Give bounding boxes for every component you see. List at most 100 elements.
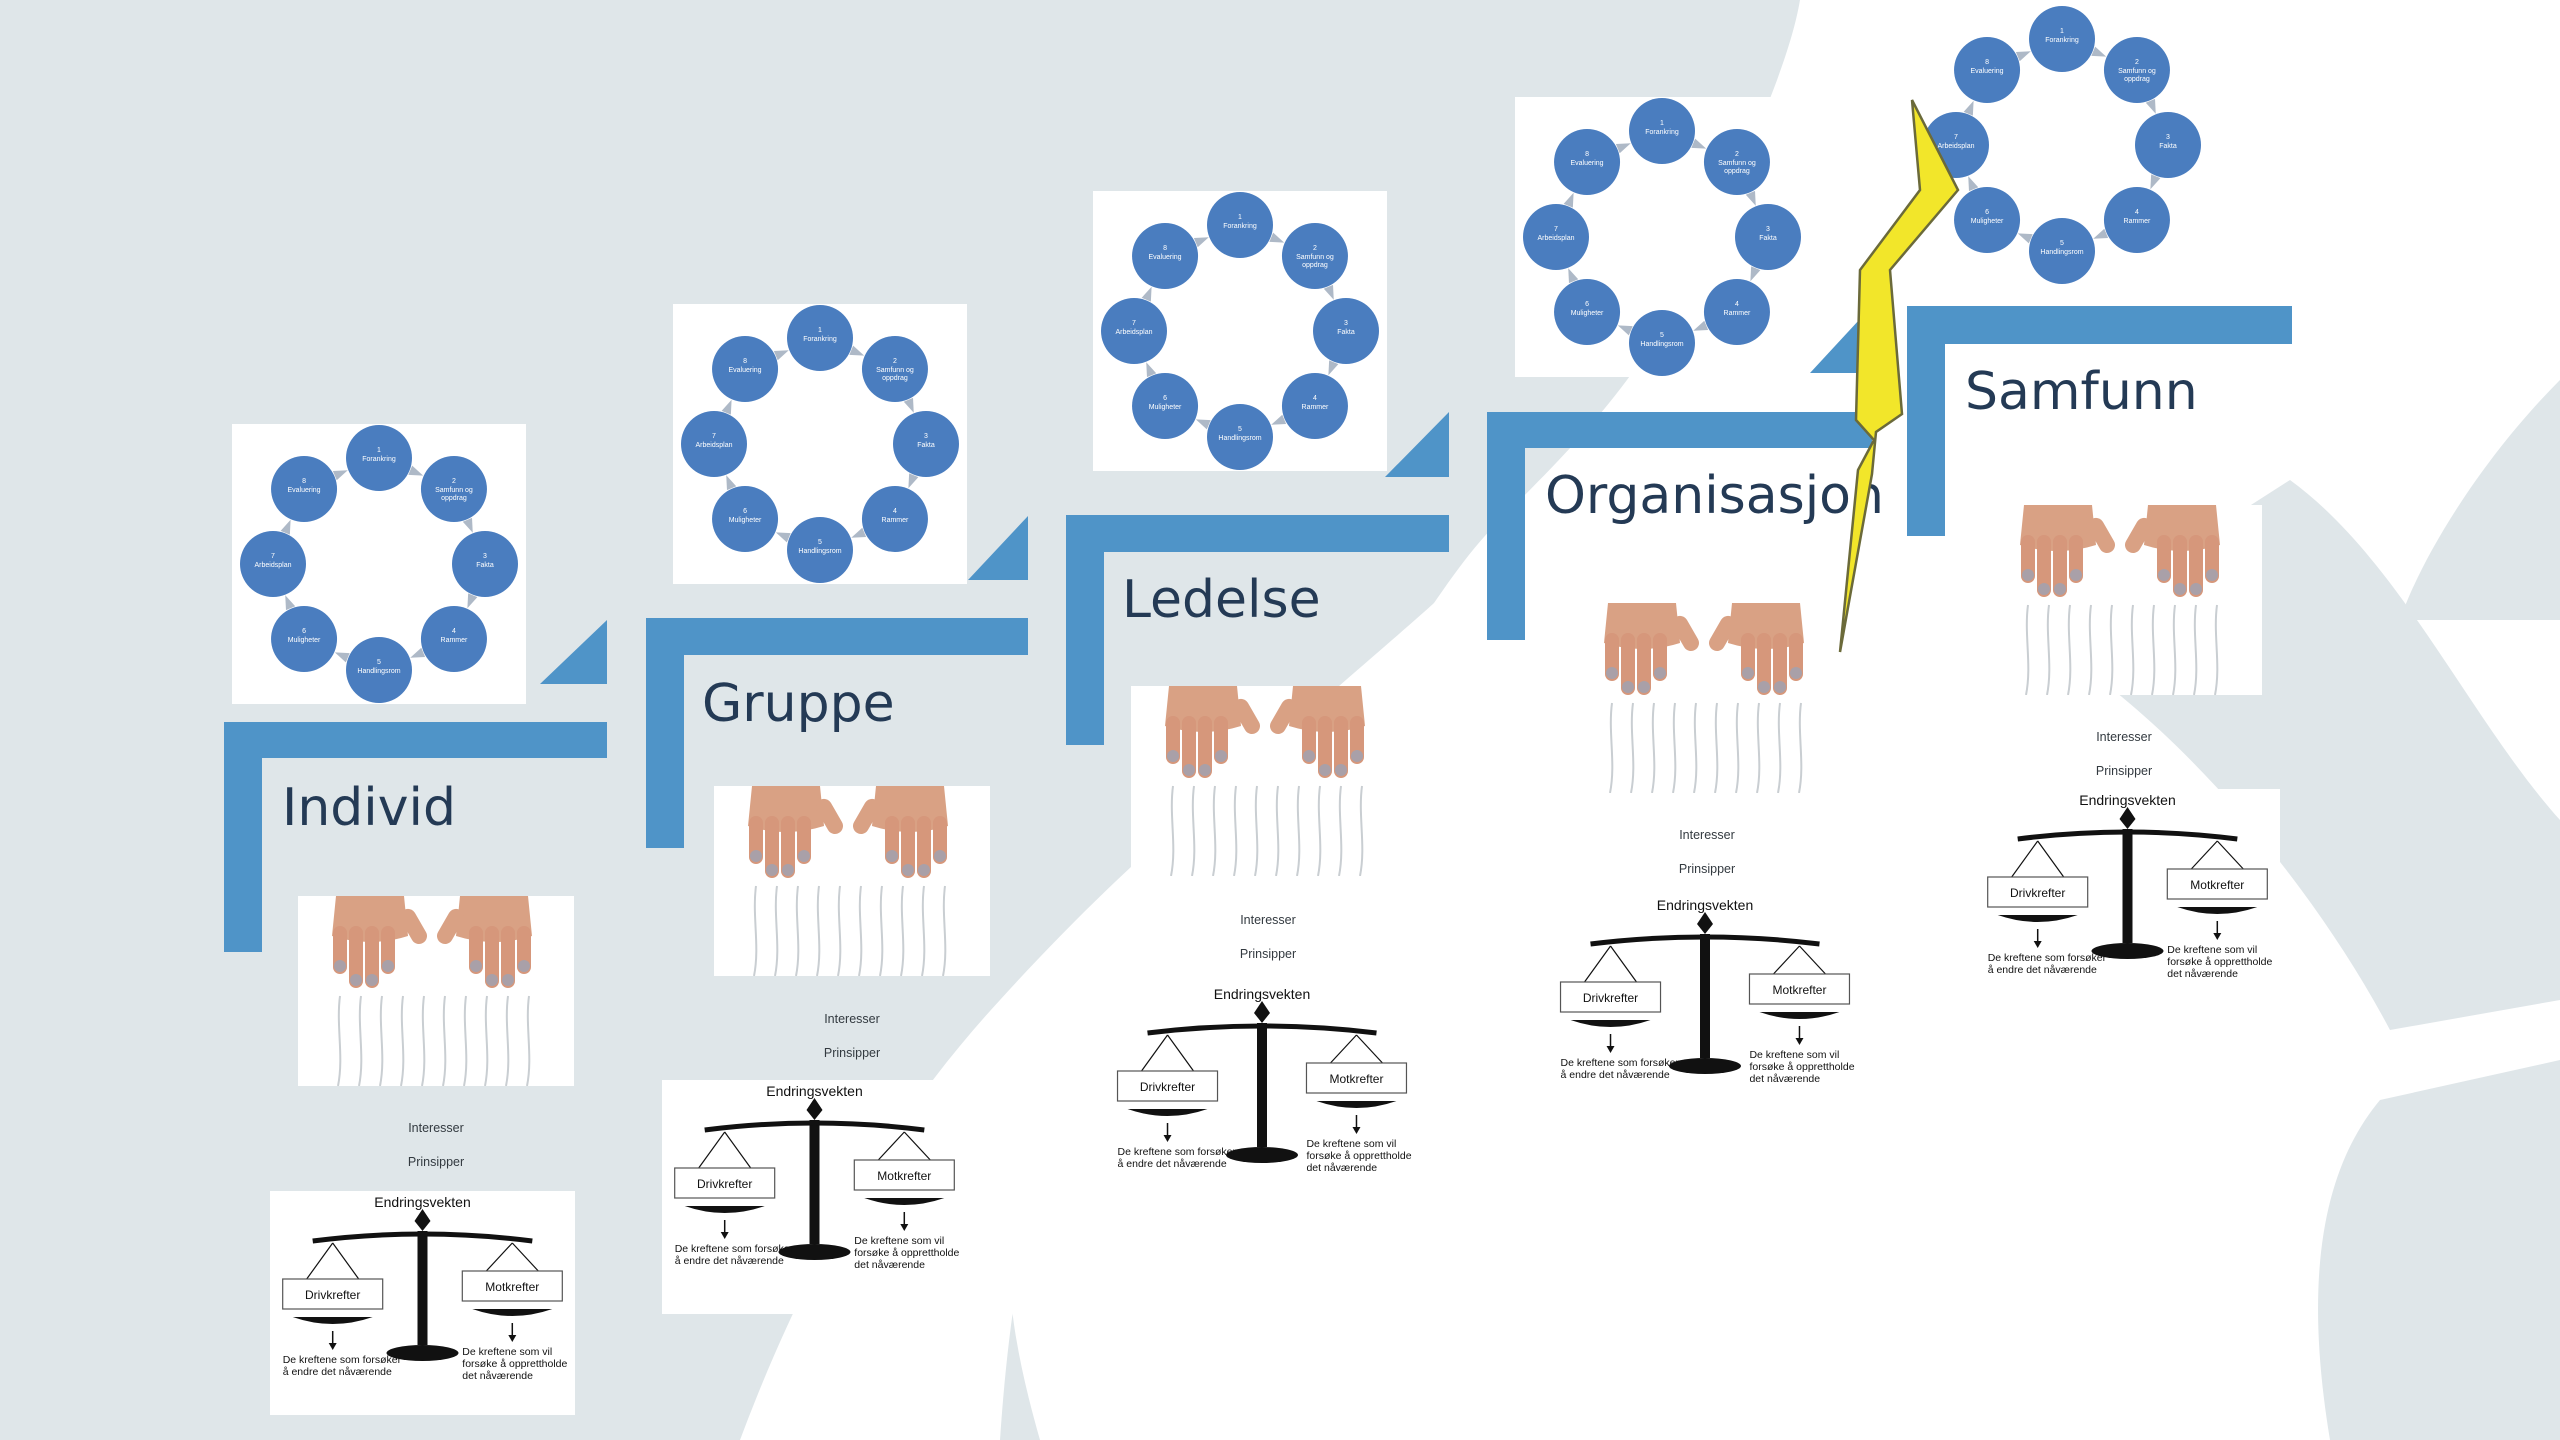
step-organisasjon — [1487, 412, 1872, 640]
cycle-node-label: Fakta — [917, 442, 935, 449]
cycle-node-number: 2 — [2135, 59, 2139, 66]
step-gruppe — [646, 618, 1028, 848]
cycle-arrow — [2091, 46, 2107, 57]
cycle-arrow — [2150, 174, 2161, 190]
cycle-node-circle — [1281, 223, 1348, 290]
cycle-node-label: Forankring — [1223, 223, 1257, 230]
cycle-node-label: Samfunn og — [435, 487, 473, 494]
cycle-node-circle — [1101, 298, 1167, 364]
cycle-arrow — [467, 593, 478, 609]
cycle-node-label: Handlingsrom — [1218, 435, 1261, 442]
scale-right-description: De kreftene som vil — [854, 1235, 944, 1247]
cycle-node-number: 7 — [271, 553, 275, 560]
scale-title: Endringsvekten — [1657, 897, 1754, 913]
cycle-arrow — [773, 350, 789, 361]
cycle-arrow — [280, 519, 291, 535]
scale-title: Endringsvekten — [766, 1083, 863, 1099]
level-label-ledelse: Ledelse — [1122, 570, 1321, 630]
puppet-string — [1317, 785, 1322, 876]
step-triangle-2 — [968, 516, 1028, 580]
cycle-node-number: 7 — [712, 433, 716, 440]
cycle-node-number: 4 — [1313, 395, 1317, 402]
cycle-node-label: Samfunn og — [2118, 68, 2156, 75]
puppet-string — [2046, 604, 2051, 695]
step-triangle-1 — [540, 620, 607, 684]
puppet-hands-image-gruppe — [714, 786, 990, 976]
puppet-string — [1233, 785, 1238, 876]
cycle-node-label: Rammer — [441, 637, 469, 644]
caption-interesser-samfunn: Interesser — [2096, 730, 2152, 744]
cycle-arrow — [462, 517, 473, 533]
puppet-string — [1798, 702, 1803, 793]
puppet-string — [1609, 702, 1614, 793]
cycle-node-number: 7 — [1132, 320, 1136, 327]
puppet-string — [858, 885, 863, 976]
puppet-string — [2088, 604, 2093, 695]
scale-right-description: det nåværende — [2167, 968, 2238, 980]
cycle-node-number: 1 — [1660, 120, 1664, 127]
cycle-node-number: 5 — [818, 539, 822, 546]
cycle-node-circle — [452, 531, 518, 597]
puppet-string — [753, 885, 758, 976]
cycle-node-number: 1 — [818, 327, 822, 334]
cycle-node-label: Forankring — [362, 456, 396, 463]
puppet-string — [1777, 702, 1782, 793]
cycle-arrow — [2017, 233, 2033, 244]
cycle-node-number: 6 — [1163, 395, 1167, 402]
puppet-string — [379, 995, 384, 1086]
cycle-arrow — [2093, 228, 2109, 239]
puppet-string — [1275, 785, 1280, 876]
cycle-arrow — [285, 595, 296, 611]
cycle-node-number: 7 — [1554, 226, 1558, 233]
puppet-string — [1338, 785, 1343, 876]
cycle-node-number: 8 — [1985, 59, 1989, 66]
cycle-node-number: 2 — [1313, 245, 1317, 252]
puppet-string — [816, 885, 821, 976]
cycle-node-number: 1 — [1238, 214, 1242, 221]
cycle-node-number: 3 — [483, 553, 487, 560]
scale-right-description: De kreftene som vil — [1306, 1138, 1396, 1150]
scale-right-label: Motkrefter — [485, 1280, 539, 1294]
cycle-node-label: Arbeidsplan — [696, 442, 733, 449]
scale-left-description: De kreftene som forsøker — [1988, 952, 2107, 964]
scale-pan-right — [1759, 1012, 1840, 1019]
cycle-node-circle — [1207, 192, 1273, 258]
cycle-node-label: Handlingsrom — [798, 548, 841, 555]
cycle-node-number: 4 — [1735, 301, 1739, 308]
caption-interesser-organisasjon: Interesser — [1679, 828, 1735, 842]
hand-icon — [853, 786, 948, 878]
scale-right-description: det nåværende — [1306, 1162, 1377, 1174]
cycle-node-label: Muligheter — [1149, 404, 1182, 411]
puppet-string — [1296, 785, 1301, 876]
puppet-string — [442, 995, 447, 1086]
scale-beam — [1590, 934, 1820, 947]
cycle-node-circle — [271, 456, 338, 523]
step-triangle-3 — [1385, 412, 1449, 477]
cycle-arrow — [849, 345, 865, 356]
cycle-arrow — [1141, 286, 1152, 302]
cycle-arrow — [851, 527, 867, 538]
cycle-node-circle — [861, 485, 928, 552]
cycle-node-label: Rammer — [1724, 310, 1752, 317]
puppet-string — [2067, 604, 2072, 695]
scale-beam — [704, 1120, 925, 1133]
cycle-node-number: 5 — [2060, 240, 2064, 247]
cycle-node-number: 7 — [1954, 134, 1958, 141]
step-ledelse — [1066, 515, 1449, 745]
scale-post — [1257, 1023, 1267, 1147]
scale-left-label: Drivkrefter — [2010, 886, 2065, 900]
cycle-node-circle — [1703, 129, 1770, 196]
puppet-string — [1735, 702, 1740, 793]
